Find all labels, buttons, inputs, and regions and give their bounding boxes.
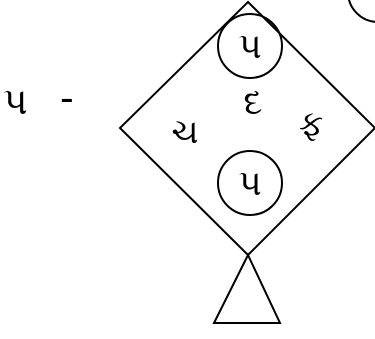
top-circle [217,13,283,79]
left-dash: - [60,76,74,120]
top-circle-letter: પ [238,26,261,67]
left-letter: પ [3,79,28,123]
kite-right-letter: ફ [299,104,323,144]
bottom-circle [217,150,283,216]
center-letter: દ [243,83,262,123]
kite-left-letter: ચ [171,112,198,152]
bottom-circle-letter: પ [238,163,261,204]
kite-tail-triangle [212,252,282,324]
corner-circle-partial [348,0,375,23]
